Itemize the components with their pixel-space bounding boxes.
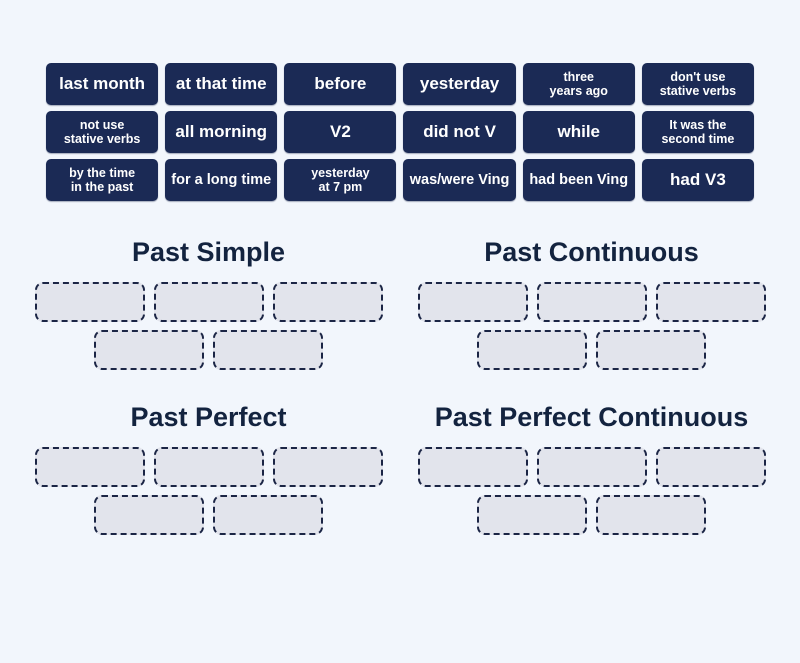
word-tile[interactable]: for a long time: [165, 159, 278, 201]
drop-slot[interactable]: [417, 447, 528, 488]
drop-slot[interactable]: [536, 447, 647, 488]
group-past-continuous: Past Continuous: [413, 237, 770, 378]
drop-slot[interactable]: [272, 282, 383, 323]
group-past-simple: Past Simple: [30, 237, 387, 378]
word-tile[interactable]: while: [522, 111, 635, 153]
group-title: Past Continuous: [484, 237, 699, 267]
drop-slot[interactable]: [94, 330, 204, 371]
group-title: Past Perfect: [130, 402, 287, 433]
drop-slot[interactable]: [213, 495, 323, 536]
drop-slot[interactable]: [477, 330, 587, 371]
group-past-perfect-continuous: Past Perfect Continuous: [413, 402, 770, 543]
word-tile[interactable]: did not V: [403, 111, 516, 153]
word-tile[interactable]: had been Ving: [522, 159, 635, 201]
drop-slot[interactable]: [34, 447, 145, 488]
drop-slot[interactable]: [153, 447, 264, 488]
drop-slot[interactable]: [655, 282, 766, 323]
word-tile[interactable]: before: [284, 63, 397, 105]
word-tile[interactable]: all morning: [165, 111, 278, 153]
word-tile[interactable]: yesterday at 7 pm: [284, 159, 397, 201]
drop-slot[interactable]: [417, 282, 528, 323]
drop-slot[interactable]: [34, 282, 145, 323]
word-tile[interactable]: yesterday: [403, 63, 516, 105]
group-title: Past Simple: [131, 237, 286, 267]
word-tile[interactable]: had V3: [641, 159, 754, 201]
sort-groups: Past Simple Past Continuous Past Perfect: [30, 237, 770, 543]
drop-slot[interactable]: [153, 282, 264, 323]
word-tile[interactable]: don't use stative verbs: [641, 63, 754, 105]
word-tile[interactable]: was/were Ving: [403, 159, 516, 201]
drop-slot[interactable]: [477, 495, 587, 536]
drop-slot[interactable]: [536, 282, 647, 323]
word-tile[interactable]: It was the second time: [641, 111, 754, 153]
group-past-perfect: Past Perfect: [30, 402, 387, 543]
drop-slot[interactable]: [655, 447, 766, 488]
word-tile[interactable]: by the time in the past: [46, 159, 159, 201]
group-title: Past Perfect Continuous: [434, 402, 749, 433]
drop-slot[interactable]: [213, 330, 323, 371]
word-tile[interactable]: three years ago: [522, 63, 635, 105]
word-tile[interactable]: last month: [46, 63, 159, 105]
drop-slot[interactable]: [596, 330, 706, 371]
word-tile[interactable]: at that time: [165, 63, 278, 105]
drop-slot[interactable]: [94, 495, 204, 536]
drop-slot[interactable]: [272, 447, 383, 488]
word-tile[interactable]: not use stative verbs: [46, 111, 159, 153]
word-tile[interactable]: V2: [284, 111, 397, 153]
word-tile-bank: last month at that time before yesterday…: [46, 63, 754, 201]
drop-slot[interactable]: [596, 495, 706, 536]
